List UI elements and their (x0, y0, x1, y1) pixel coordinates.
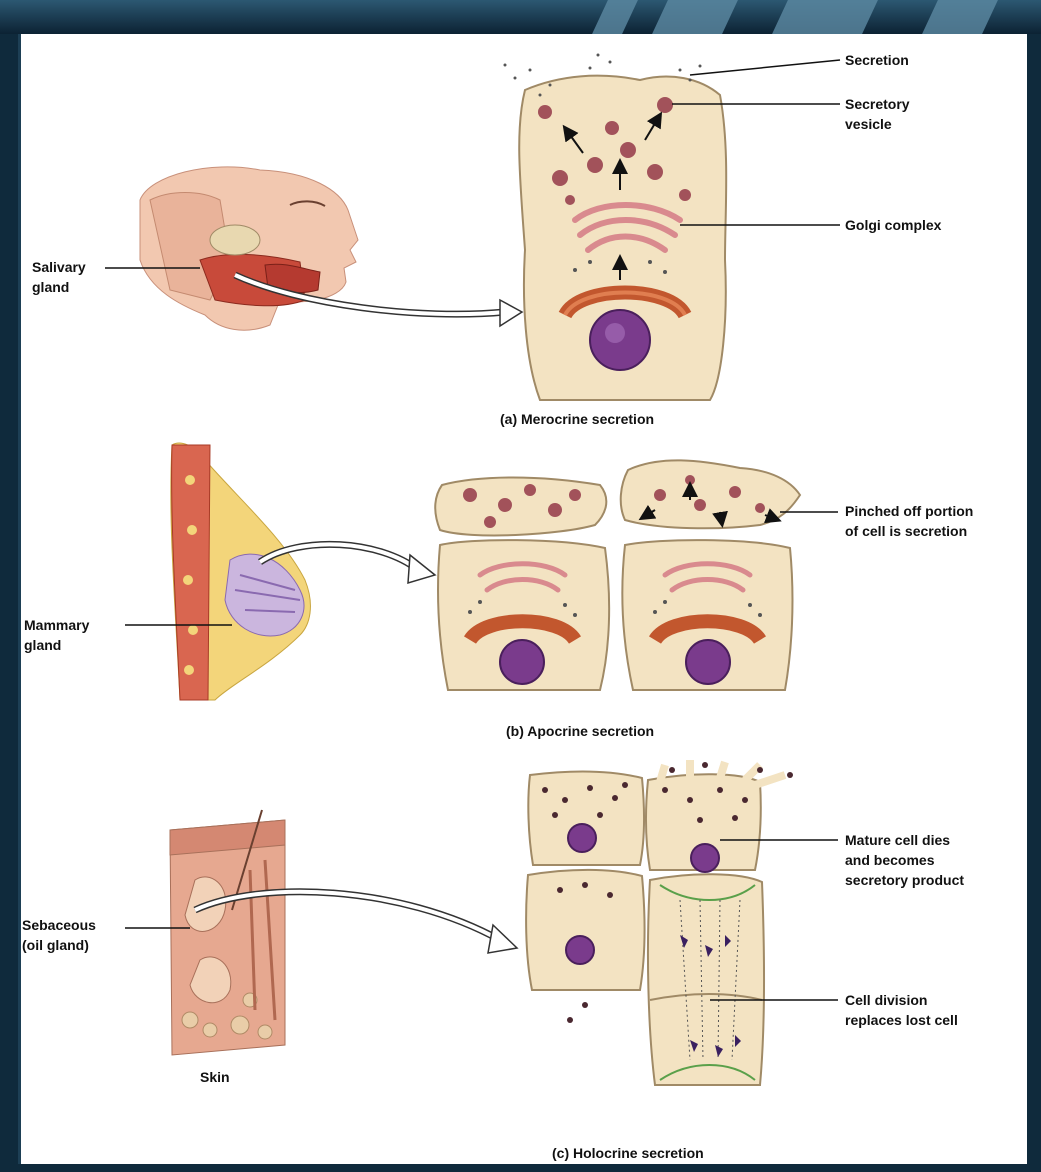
merocrine-section: Secretion Secretory vesicle Golgi comple… (32, 52, 942, 427)
label-golgi-complex: Golgi complex (845, 217, 942, 233)
label-salivary-1: Salivary (32, 259, 86, 275)
label-skin: Skin (200, 1069, 230, 1085)
breast-illustration (171, 443, 311, 700)
label-pinched-2: of cell is secretion (845, 523, 967, 539)
merocrine-cell (504, 54, 727, 401)
label-mature-1: Mature cell dies (845, 832, 950, 848)
label-mature-2: and becomes (845, 852, 935, 868)
holocrine-cells (526, 760, 793, 1085)
label-pinched-1: Pinched off portion (845, 503, 973, 519)
label-sebaceous-2: (oil gland) (22, 937, 89, 953)
caption-apocrine: (b) Apocrine secretion (506, 723, 654, 739)
label-salivary-2: gland (32, 279, 69, 295)
label-secretion: Secretion (845, 52, 909, 68)
label-secretory-vesicle-1: Secretory (845, 96, 910, 112)
label-mammary-2: gland (24, 637, 61, 653)
label-mature-3: secretory product (845, 872, 964, 888)
label-secretory-vesicle-2: vesicle (845, 116, 892, 132)
label-division-1: Cell division (845, 992, 927, 1008)
apocrine-cell-2 (621, 460, 800, 690)
holocrine-section: Mature cell dies and becomes secretory p… (22, 760, 964, 1161)
skin-illustration (170, 810, 285, 1055)
label-sebaceous-1: Sebaceous (22, 917, 96, 933)
caption-merocrine: (a) Merocrine secretion (500, 411, 654, 427)
head-illustration (140, 167, 358, 330)
caption-holocrine: (c) Holocrine secretion (552, 1145, 704, 1161)
label-division-2: replaces lost cell (845, 1012, 958, 1028)
label-mammary-1: Mammary (24, 617, 90, 633)
apocrine-cell-1 (435, 478, 609, 691)
apocrine-section: Pinched off portion of cell is secretion… (24, 443, 973, 739)
